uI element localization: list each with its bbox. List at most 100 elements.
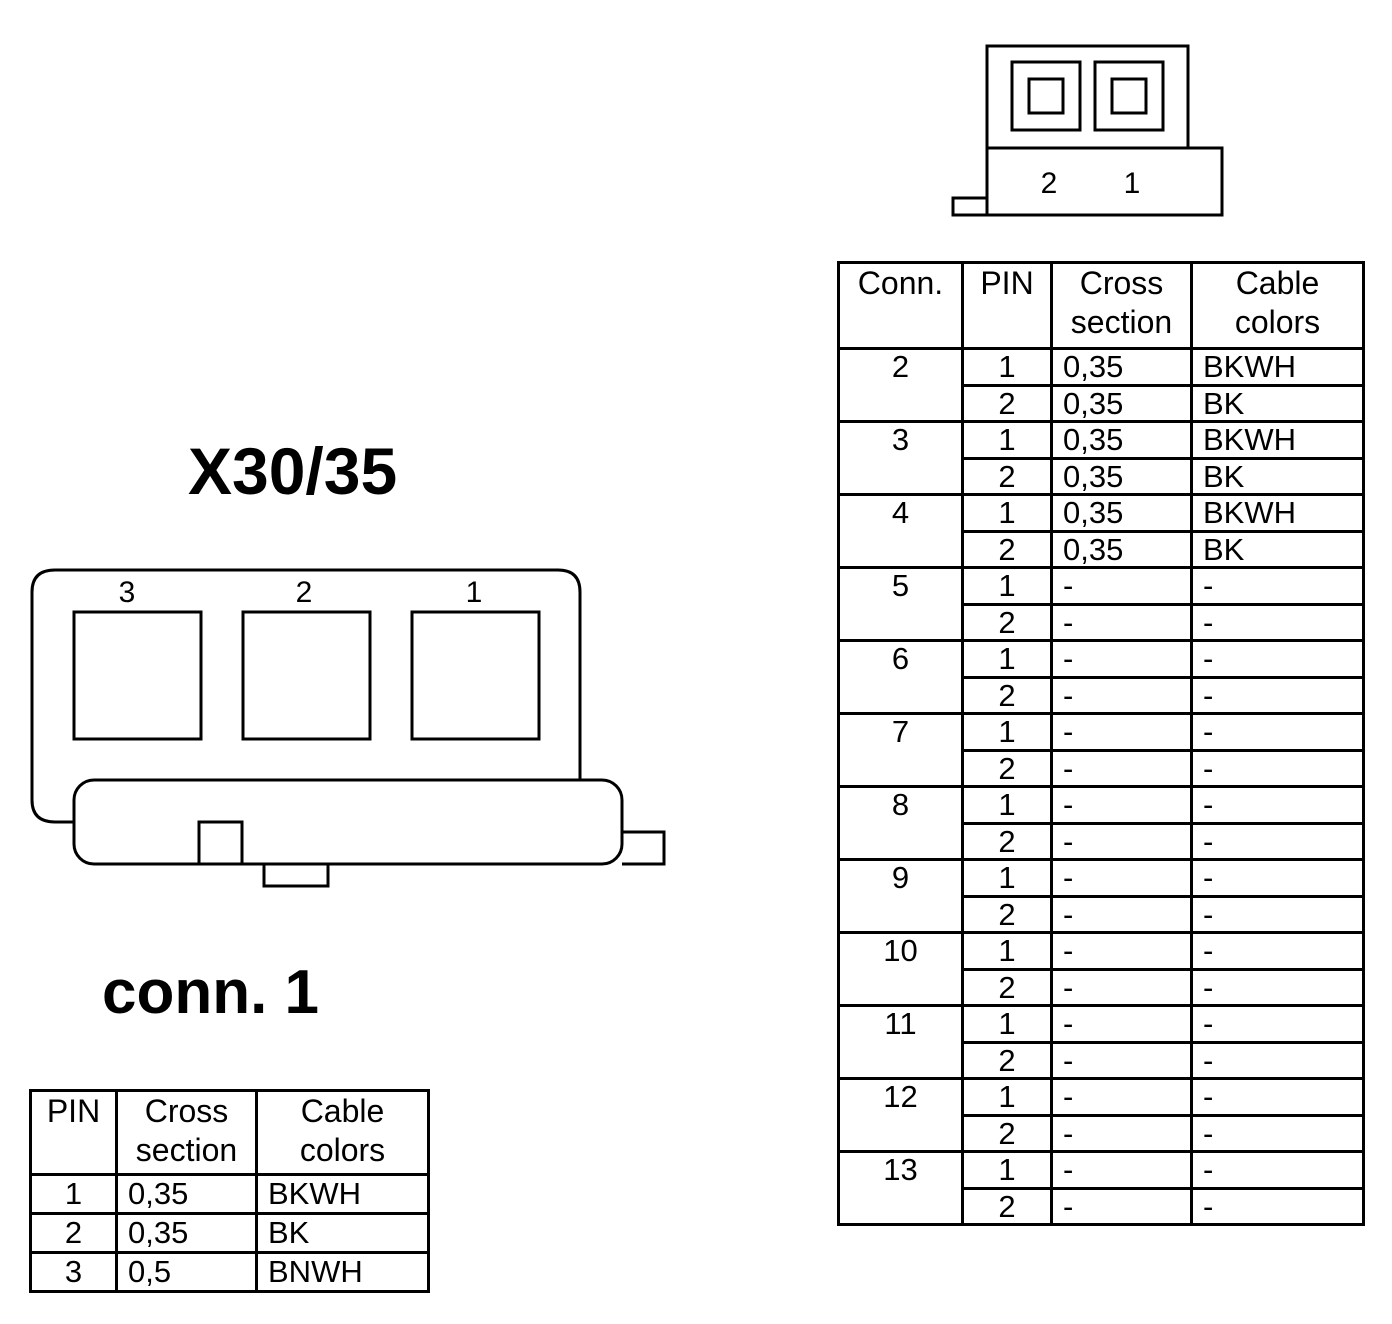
cable-color-cell: BK	[1190, 529, 1365, 569]
cable-color-cell: BK	[255, 1212, 430, 1254]
cross-section-cell: -	[1050, 1040, 1193, 1080]
cable-color-cell: BNWH	[255, 1251, 430, 1293]
conn-number-cell: 5	[837, 566, 964, 642]
cross-section-cell: 0,35	[115, 1212, 258, 1254]
cable-color-cell: -	[1190, 858, 1365, 898]
cross-section-cell: 0,35	[115, 1173, 258, 1215]
cross-section-cell: -	[1050, 1077, 1193, 1117]
pin-cell: 1	[961, 566, 1053, 606]
cable-color-cell: -	[1190, 748, 1365, 788]
cable-color-cell: -	[1190, 1077, 1365, 1117]
pin-cell: 2	[29, 1212, 118, 1254]
table-row: 2--	[839, 894, 1365, 934]
cross-section-cell: -	[1050, 712, 1193, 752]
conn-number-cell: 2	[837, 347, 964, 423]
pin-cell: 2	[961, 894, 1053, 934]
cross-section-cell: -	[1050, 748, 1193, 788]
cable-color-cell: -	[1190, 712, 1365, 752]
conn-number-cell: 12	[837, 1077, 964, 1153]
pin-cell: 1	[961, 639, 1053, 679]
cable-color-cell: -	[1190, 639, 1365, 679]
table-row: 2--	[839, 1040, 1365, 1080]
cross-section-cell: -	[1050, 931, 1193, 971]
connector-subtitle: conn. 1	[102, 958, 320, 1027]
cable-color-cell: BKWH	[255, 1173, 430, 1215]
top-connector-base	[985, 146, 1224, 217]
conn-number-cell: 7	[837, 712, 964, 788]
conn-number-cell: 3	[837, 420, 964, 496]
left-pin-label-1: 1	[466, 576, 483, 609]
connector-title: X30/35	[188, 434, 398, 508]
left-pin-label-3: 3	[119, 576, 136, 609]
cable-color-cell: -	[1190, 1040, 1365, 1080]
left-connector-housing	[30, 568, 582, 824]
cable-color-cell: -	[1190, 785, 1365, 825]
pin-cell: 2	[961, 456, 1053, 496]
conn-number-cell: 8	[837, 785, 964, 861]
cable-color-cell: BKWH	[1190, 493, 1365, 533]
pin-cell: 2	[961, 1113, 1053, 1153]
cable-color-cell: BKWH	[1190, 420, 1365, 460]
pin-cell: 1	[961, 493, 1053, 533]
pin-cell: 2	[961, 748, 1053, 788]
table-row: 2--	[839, 675, 1365, 715]
pin-cell: 1	[961, 420, 1053, 460]
pin-cell: 2	[961, 675, 1053, 715]
left-connector-cavity-1	[410, 610, 541, 741]
left-connector-notch	[197, 820, 244, 866]
pin-cell: 1	[961, 1150, 1053, 1190]
cross-section-cell: -	[1050, 675, 1193, 715]
left-connector-latch	[72, 778, 624, 866]
cable-color-cell: -	[1190, 1150, 1365, 1190]
header-pin: PIN	[29, 1089, 118, 1176]
conn-number-cell: 4	[837, 493, 964, 569]
cable-color-cell: -	[1190, 566, 1365, 606]
cross-section-cell: -	[1050, 1113, 1193, 1153]
cross-section-cell: -	[1050, 639, 1193, 679]
cable-color-cell: -	[1190, 675, 1365, 715]
table-row: 2--	[839, 821, 1365, 861]
cross-section-cell: 0,35	[1050, 493, 1193, 533]
pin-cell: 1	[961, 712, 1053, 752]
pin-cell: 1	[961, 1077, 1053, 1117]
pin-cell: 2	[961, 1040, 1053, 1080]
pin-cell: 2	[961, 602, 1053, 642]
conn-number-cell: 6	[837, 639, 964, 715]
cable-color-cell: -	[1190, 821, 1365, 861]
cross-section-cell: 0,35	[1050, 383, 1193, 423]
pin-cell: 1	[961, 785, 1053, 825]
pin-cell: 1	[961, 347, 1053, 387]
table-row: 2--	[839, 602, 1365, 642]
left-connector-diagram	[30, 568, 666, 888]
top-pin-label-2: 2	[1041, 167, 1058, 200]
cable-color-cell: BK	[1190, 456, 1365, 496]
cross-section-cell: -	[1050, 1150, 1193, 1190]
cross-section-cell: -	[1050, 894, 1193, 934]
cable-color-cell: -	[1190, 894, 1365, 934]
table-row: 1 0,35 BKWH	[29, 1173, 430, 1215]
top-connector-pin-2	[1027, 77, 1065, 115]
cross-section-cell: -	[1050, 1186, 1193, 1226]
table-row: 2 0,35 BK	[29, 1212, 430, 1254]
left-connector-bottom-tab	[262, 862, 330, 888]
conn-number-cell: 9	[837, 858, 964, 934]
cross-section-cell: -	[1050, 821, 1193, 861]
pin-cell: 2	[961, 383, 1053, 423]
pin-cell: 1	[961, 858, 1053, 898]
cable-color-cell: -	[1190, 1113, 1365, 1153]
